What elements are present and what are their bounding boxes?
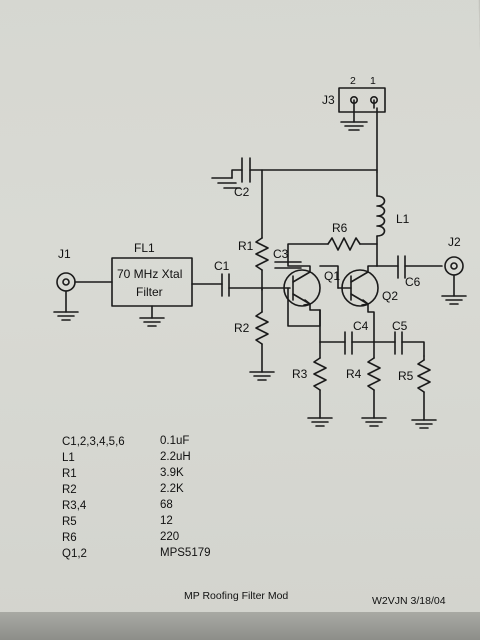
fl1-line2: Filter xyxy=(136,285,163,299)
transistor-q1: Q1 xyxy=(261,261,340,327)
transistor-q2: Q2 xyxy=(319,265,398,343)
c1-label: C1 xyxy=(214,259,230,273)
resistor-r2: R2 xyxy=(234,287,275,381)
c5-label: C5 xyxy=(392,319,408,333)
capacitor-c5: C5 xyxy=(392,319,425,357)
c2-label: C2 xyxy=(234,185,250,199)
r4-label: R4 xyxy=(346,367,362,381)
parts-value-1: 2.2uH xyxy=(160,451,191,463)
resistor-r3: R3 xyxy=(292,341,333,427)
parts-value-0: 0.1uF xyxy=(160,435,189,447)
parts-list: C1,2,3,4,5,6 0.1uF L1 2.2uH R1 3.9K R2 2… xyxy=(62,435,211,560)
parts-ref-2: R1 xyxy=(62,468,77,480)
r2-label: R2 xyxy=(234,321,250,335)
parts-ref-0: C1,2,3,4,5,6 xyxy=(62,436,125,448)
capacitor-c3: C3 xyxy=(273,247,302,269)
capacitor-c4: C4 xyxy=(319,319,396,355)
parts-value-7: MPS5179 xyxy=(160,547,211,559)
parts-ref-6: R6 xyxy=(62,532,77,544)
capacitor-c6: C6 xyxy=(376,255,443,289)
connector-j2: J2 xyxy=(441,235,467,305)
q1-label: Q1 xyxy=(324,269,340,283)
j3-label: J3 xyxy=(322,93,335,107)
fl1-line1: 70 MHz Xtal xyxy=(117,267,182,281)
resistor-r5: R5 xyxy=(398,355,437,429)
inductor-l1: L1 xyxy=(376,171,410,267)
r3-label: R3 xyxy=(292,367,308,381)
j3-pin1-label: 1 xyxy=(370,75,376,87)
c4-label: C4 xyxy=(353,319,369,333)
resistor-r4: R4 xyxy=(346,341,387,427)
parts-value-4: 68 xyxy=(160,499,173,511)
parts-ref-3: R2 xyxy=(62,484,77,496)
footer-author-date: W2VJN 3/18/04 xyxy=(372,595,446,607)
table-edge xyxy=(0,612,480,640)
parts-ref-7: Q1,2 xyxy=(62,548,87,560)
parts-value-3: 2.2K xyxy=(160,483,184,495)
q2-label: Q2 xyxy=(382,289,398,303)
filter-fl1: FL1 70 MHz Xtal Filter xyxy=(111,241,223,327)
parts-ref-5: R5 xyxy=(62,516,77,528)
parts-value-2: 3.9K xyxy=(160,467,184,479)
capacitor-c1: C1 xyxy=(214,259,263,297)
l1-label: L1 xyxy=(396,212,410,226)
r6-label: R6 xyxy=(332,221,348,235)
capacitor-c2: C2 xyxy=(211,157,378,199)
parts-ref-1: L1 xyxy=(62,452,75,464)
c3-label: C3 xyxy=(273,247,289,261)
j3-pin2-label: 2 xyxy=(350,75,356,87)
parts-value-5: 12 xyxy=(160,515,173,527)
c6-label: C6 xyxy=(405,275,421,289)
footer-title: MP Roofing Filter Mod xyxy=(184,590,288,602)
parts-value-6: 220 xyxy=(160,531,179,543)
fl1-label: FL1 xyxy=(134,241,155,255)
parts-ref-4: R3,4 xyxy=(62,500,87,512)
j2-label: J2 xyxy=(448,235,461,249)
j1-label: J1 xyxy=(58,247,71,261)
connector-j1: J1 xyxy=(53,247,113,321)
resistor-r6: R6 xyxy=(287,221,378,263)
r5-label: R5 xyxy=(398,369,414,383)
connector-j3: 2 1 J3 xyxy=(322,75,386,173)
resistor-r1: R1 xyxy=(238,169,269,291)
r1-label: R1 xyxy=(238,239,254,253)
